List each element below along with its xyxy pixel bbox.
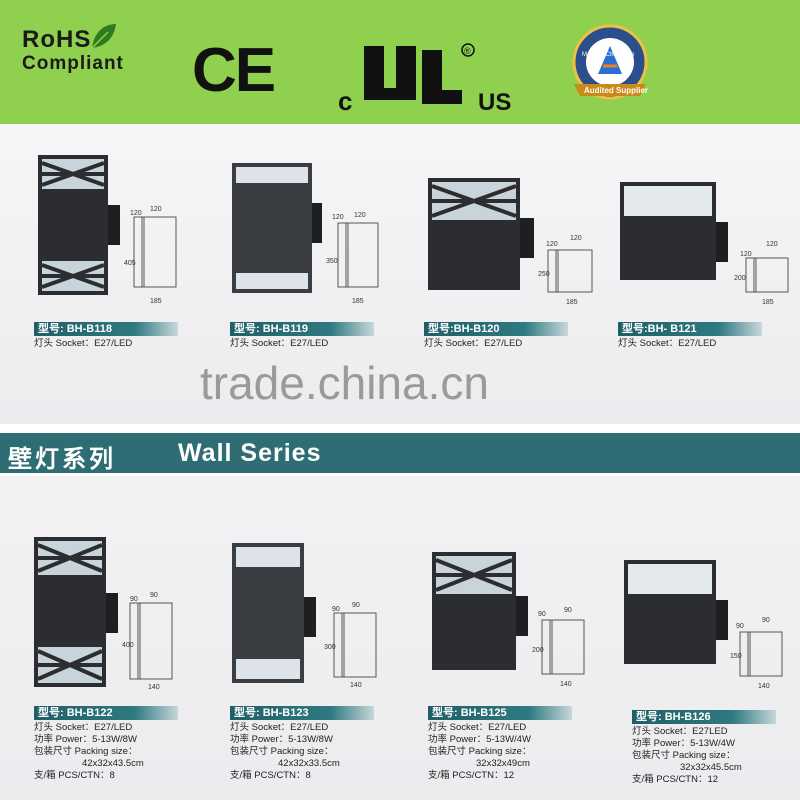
- dim-width: 185: [352, 298, 364, 305]
- packing-size-value: 32x32x49cm: [476, 758, 530, 769]
- dim-depth: 120: [546, 241, 558, 248]
- dim-width: 140: [350, 682, 362, 689]
- registered-mark: ®: [464, 46, 471, 56]
- dim-width: 185: [762, 299, 774, 306]
- packing-size-value: 32x32x45.5cm: [680, 762, 742, 773]
- certification-banner: RoHS Compliant CE c ® US Made-in-China.c…: [0, 0, 800, 124]
- packing-size-label: 包装尺寸 Packing size：: [428, 746, 532, 757]
- ul-us-text: US: [478, 89, 511, 116]
- pcs-per-carton: 支/箱 PCS/CTN：8: [230, 770, 311, 781]
- lamp-image-bh-b118: 120 120 405 185: [38, 155, 177, 305]
- badge-ring-text: Made-in-China.com: [582, 52, 634, 58]
- model-label: 型号: BH-B123: [230, 706, 374, 720]
- dim-depth: 90: [736, 623, 744, 630]
- socket-spec: 灯头 Socket：E27/LED: [34, 722, 133, 733]
- power-spec: 功率 Power：5-13W/4W: [428, 734, 531, 745]
- packing-size-value: 42x32x43.5cm: [82, 758, 144, 769]
- packing-size-label: 包装尺寸 Packing size：: [230, 746, 334, 757]
- dim-top: 120: [150, 206, 162, 213]
- dim-depth: 120: [130, 210, 142, 217]
- model-label: 型号:BH-B120: [424, 322, 568, 336]
- ce-mark: CE: [192, 36, 276, 105]
- cul-us-mark: c ® US: [338, 43, 511, 116]
- audited-supplier-badge: Made-in-China.com Audited Supplier: [572, 24, 648, 100]
- dim-width: 140: [560, 681, 572, 688]
- pcs-per-carton: 支/箱 PCS/CTN：8: [34, 770, 115, 781]
- model-label: 型号: BH-B122: [34, 706, 178, 720]
- lamp-image-bh-b120: 120 120 250 185: [428, 178, 593, 306]
- dim-width: 185: [566, 299, 578, 306]
- dim-top: 90: [352, 602, 360, 609]
- packing-size-value: 42x32x33.5cm: [278, 758, 340, 769]
- series-title-bar: 壁灯系列 Wall Series: [0, 433, 800, 473]
- pcs-per-carton: 支/箱 PCS/CTN：12: [632, 774, 719, 785]
- dim-height: 405: [124, 260, 136, 267]
- dim-height: 200: [532, 647, 544, 654]
- socket-spec: 灯头 Socket：E27/LED: [34, 338, 133, 349]
- socket-spec: 灯头 Socket：E27/LED: [428, 722, 527, 733]
- model-label: 型号:BH- B121: [618, 322, 762, 336]
- model-label: 型号: BH-B125: [428, 706, 572, 720]
- dim-top: 120: [354, 212, 366, 219]
- model-label: 型号: BH-B118: [34, 322, 178, 336]
- dim-depth: 90: [130, 596, 138, 603]
- badge-ribbon-text: Audited Supplier: [584, 86, 648, 95]
- pcs-per-carton: 支/箱 PCS/CTN：12: [428, 770, 515, 781]
- dim-width: 185: [150, 298, 162, 305]
- watermark-text: trade.china.cn: [200, 357, 489, 409]
- lamp-image-bh-b119: 120 120 350 185: [232, 163, 379, 305]
- model-label: 型号: BH-B119: [230, 322, 374, 336]
- dim-depth: 120: [740, 251, 752, 258]
- power-spec: 功率 Power：5-13W/4W: [632, 738, 735, 749]
- dim-height: 250: [538, 271, 550, 278]
- series-title-en: Wall Series: [178, 439, 322, 467]
- power-spec: 功率 Power：5-13W/8W: [34, 734, 137, 745]
- dim-width: 140: [148, 684, 160, 691]
- socket-spec: 灯头 Socket：E27LED: [632, 726, 728, 737]
- dim-top: 90: [564, 607, 572, 614]
- lamp-image-bh-b122: 90 90 400 140: [34, 537, 173, 691]
- dim-depth: 90: [332, 606, 340, 613]
- ul-c-text: c: [338, 86, 352, 116]
- compliant-text: Compliant: [22, 53, 124, 74]
- dim-height: 200: [734, 275, 746, 282]
- packing-size-label: 包装尺寸 Packing size：: [632, 750, 736, 761]
- power-spec: 功率 Power：5-13W/8W: [230, 734, 333, 745]
- dim-height: 400: [122, 642, 134, 649]
- dim-height: 150: [730, 653, 742, 660]
- lamp-image-bh-b126: 90 90 150 140: [624, 560, 783, 690]
- socket-spec: 灯头 Socket：E27/LED: [424, 338, 523, 349]
- dim-height: 300: [324, 644, 336, 651]
- series-title-zh: 壁灯系列: [8, 446, 116, 473]
- dim-depth: 90: [538, 611, 546, 618]
- model-label: 型号: BH-B126: [632, 710, 776, 724]
- socket-spec: 灯头 Socket：E27/LED: [230, 722, 329, 733]
- dim-top: 120: [766, 241, 778, 248]
- dim-top: 90: [150, 592, 158, 599]
- dim-width: 140: [758, 683, 770, 690]
- dim-top: 90: [762, 617, 770, 624]
- dim-height: 350: [326, 258, 338, 265]
- socket-spec: 灯头 Socket：E27/LED: [230, 338, 329, 349]
- lamp-image-bh-b125: 90 90 200 140: [432, 552, 585, 688]
- socket-spec: 灯头 Socket：E27/LED: [618, 338, 717, 349]
- rohs-logo: RoHS Compliant: [22, 26, 124, 74]
- rohs-text: RoHS: [22, 26, 92, 53]
- dim-top: 120: [570, 235, 582, 242]
- lamp-image-bh-b121: 120 120 200 185: [620, 182, 789, 306]
- lamp-image-bh-b123: 90 90 300 140: [232, 543, 377, 689]
- leaf-icon: [91, 24, 116, 49]
- dim-depth: 120: [332, 214, 344, 221]
- packing-size-label: 包装尺寸 Packing size：: [34, 746, 138, 757]
